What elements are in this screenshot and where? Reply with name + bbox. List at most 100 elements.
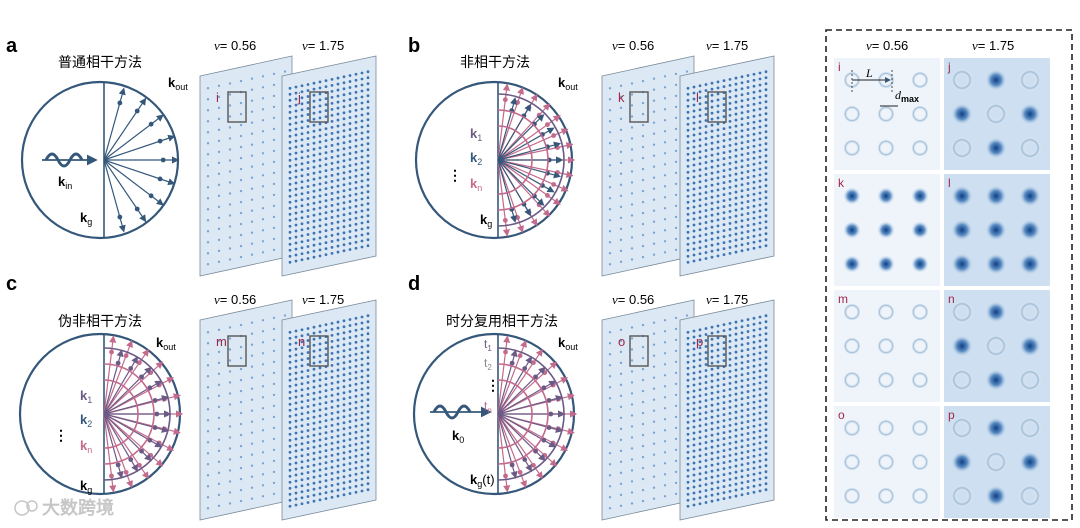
lattice-dot: [337, 465, 340, 468]
lattice-dot: [620, 483, 622, 485]
lattice-dot: [355, 97, 358, 100]
lattice-dot: [295, 438, 298, 441]
lattice-dot: [331, 180, 334, 183]
lattice-dot: [349, 450, 352, 453]
lattice-dot: [723, 139, 726, 142]
lattice-dot: [747, 396, 750, 399]
lattice-dot: [367, 428, 370, 431]
lattice-dot: [664, 196, 666, 198]
lattice-dot: [343, 391, 346, 394]
lattice-dot: [741, 201, 744, 204]
lattice-dot: [609, 197, 611, 199]
lattice-dot: [753, 317, 756, 320]
lattice-dot: [687, 219, 690, 222]
lattice-dot: [361, 388, 364, 391]
lattice-dot: [705, 375, 708, 378]
lattice-dot: [759, 222, 762, 225]
lattice-dot: [765, 428, 768, 431]
lattice-dot: [325, 169, 328, 172]
lattice-dot: [273, 328, 275, 330]
lattice-dot: [289, 421, 292, 424]
lattice-dot: [741, 373, 744, 376]
lattice-dot: [699, 376, 702, 379]
lattice-dot: [717, 153, 720, 156]
svg-text:kin: kin: [58, 174, 72, 191]
lattice-dot: [207, 485, 209, 487]
lattice-dot: [711, 124, 714, 127]
lattice-dot: [343, 219, 346, 222]
lattice-dot: [313, 434, 316, 437]
lattice-dot: [319, 373, 322, 376]
lattice-dot: [325, 79, 328, 82]
lattice-dot: [699, 144, 702, 147]
lattice-dot: [723, 175, 726, 178]
lattice-dot: [642, 80, 644, 82]
lattice-dot: [240, 135, 242, 137]
lattice-dot: [367, 184, 370, 187]
k-g-sub: g: [87, 485, 92, 495]
lattice-dot: [367, 386, 370, 389]
lattice-dot: [325, 109, 328, 112]
lattice-dot: [699, 388, 702, 391]
lattice-dot: [753, 485, 756, 488]
lattice-dot: [705, 465, 708, 468]
lattice-dot: [735, 119, 738, 122]
lattice-dot: [687, 439, 690, 442]
lattice-dot: [289, 355, 292, 358]
lattice-dot: [331, 418, 334, 421]
lattice-dot: [620, 107, 622, 109]
lattice-dot: [631, 203, 633, 205]
lattice-dot: [295, 366, 298, 369]
lattice-dot: [355, 329, 358, 332]
lattice-dot: [331, 192, 334, 195]
lattice-dot: [693, 200, 696, 203]
lattice-dot: [620, 505, 622, 507]
wave-packet: [117, 101, 122, 106]
lattice-dot: [325, 359, 328, 362]
focal-spot: [877, 187, 895, 205]
lattice-dot: [620, 140, 622, 142]
lattice-dot: [355, 73, 358, 76]
lattice-dot: [753, 205, 756, 208]
lattice-dot: [325, 395, 328, 398]
lattice-dot: [687, 499, 690, 502]
lattice-dot: [343, 153, 346, 156]
k1-sub: 1: [87, 395, 92, 405]
lattice-dot: [735, 429, 738, 432]
plate-label: i: [216, 90, 219, 105]
lattice-dot: [759, 138, 762, 141]
lattice-dot: [705, 125, 708, 128]
lattice-dot: [289, 409, 292, 412]
wave-packet: [531, 463, 536, 468]
lattice-dot: [301, 156, 304, 159]
lattice-dot: [705, 483, 708, 486]
lattice-dot: [753, 407, 756, 410]
lattice-dot: [313, 386, 316, 389]
lattice-dot: [367, 446, 370, 449]
lattice-dot: [343, 463, 346, 466]
lattice-dot: [693, 224, 696, 227]
lattice-dot: [705, 351, 708, 354]
lattice-dot: [313, 362, 316, 365]
focal-spot: [877, 419, 895, 437]
lattice-dot: [301, 90, 304, 93]
lattice-dot: [313, 184, 316, 187]
lattice-dot: [653, 187, 655, 189]
lattice-dot: [753, 401, 756, 404]
lattice-dot: [325, 425, 328, 428]
lattice-dot: [319, 361, 322, 364]
lattice-dot: [620, 118, 622, 120]
lattice-dot: [355, 217, 358, 220]
lattice-dot: [262, 484, 264, 486]
lattice-dot: [367, 464, 370, 467]
lattice-dot: [717, 385, 720, 388]
lattice-dot: [759, 430, 762, 433]
lattice-dot: [631, 491, 633, 493]
lattice-dot: [753, 491, 756, 494]
lattice-dot: [218, 450, 220, 452]
lattice-dot: [262, 495, 264, 497]
plate-label: p: [696, 334, 703, 349]
lattice-dot: [664, 495, 666, 497]
lattice-dot: [325, 139, 328, 142]
lattice-dot: [609, 375, 611, 377]
